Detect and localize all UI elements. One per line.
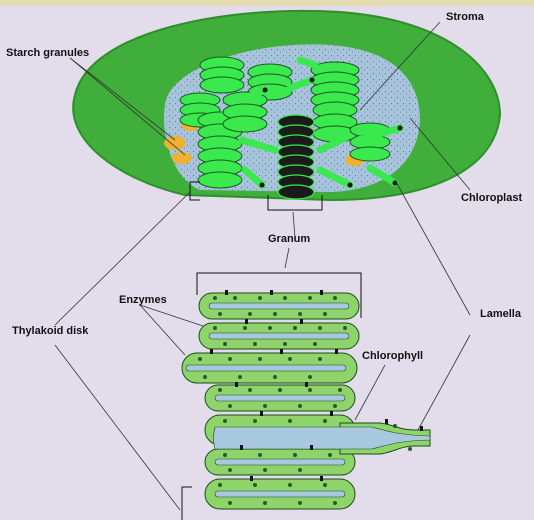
- chloroplast-illustration: [73, 11, 500, 200]
- starch-granule: [164, 136, 186, 150]
- label-enzymes: Enzymes: [119, 294, 167, 307]
- granum-detail-illustration: [182, 290, 430, 509]
- thylakoid-detail-bracket: [182, 487, 192, 520]
- label-lamella: Lamella: [480, 308, 521, 321]
- label-chloroplast: Chloroplast: [461, 192, 522, 205]
- label-chlorophyll: Chlorophyll: [362, 350, 423, 363]
- label-thylakoid-disk: Thylakoid disk: [12, 325, 88, 338]
- granum-stack: [313, 102, 357, 142]
- label-starch-granules: Starch granules: [6, 47, 89, 60]
- highlighted-granum: [278, 115, 314, 199]
- label-stroma: Stroma: [446, 11, 484, 24]
- granum-stack: [311, 62, 359, 108]
- starch-granule: [172, 152, 192, 164]
- label-granum: Granum: [268, 233, 310, 246]
- granum-stack: [200, 57, 244, 93]
